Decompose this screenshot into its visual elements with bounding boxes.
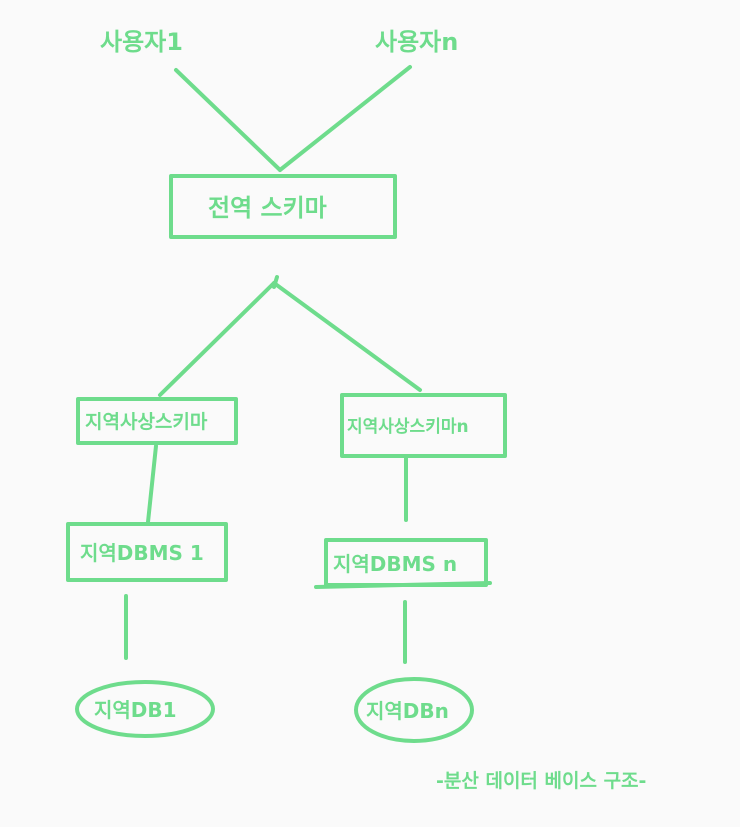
local-schema-n-label: 지역사상스키마n [347,417,469,437]
local-db-1-label: 지역DB1 [94,698,177,722]
local-schema-1-box [76,397,238,445]
local-db-1-ellipse [75,680,215,738]
global-schema-label: 전역 스키마 [208,194,327,222]
local-schema-n-box [340,393,507,458]
edge-user1-global [174,68,282,172]
user-1-label: 사용자1 [100,28,183,56]
edge-schema1-dbms1 [146,444,158,524]
local-db-n-label: 지역DBn [366,699,449,723]
local-dbms-1-label: 지역DBMS 1 [80,541,204,565]
local-dbms-1-box [66,522,228,582]
local-db-n-ellipse [354,677,474,743]
diagram-caption: -분산 데이터 베이스 구조- [436,770,646,792]
local-schema-1-label: 지역사상스키마 [85,411,208,433]
edge-usern-global [278,65,412,172]
edge-global-localn [272,281,422,392]
user-n-label: 사용자n [375,28,458,56]
edge-global-local1 [158,281,276,397]
local-dbms-n-underline [314,581,492,589]
local-dbms-n-label: 지역DBMS n [333,552,457,576]
global-schema-box [169,174,397,239]
